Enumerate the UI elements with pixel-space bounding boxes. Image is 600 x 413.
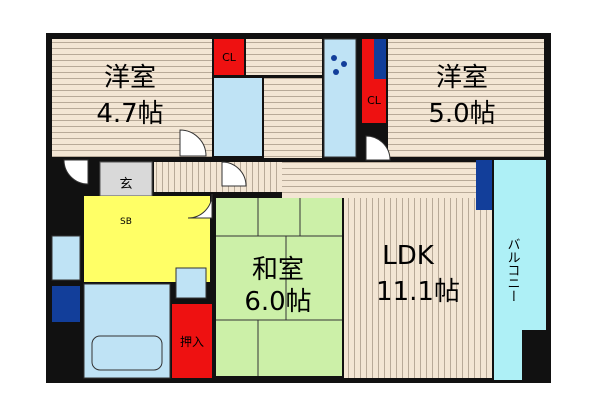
outer-block (522, 330, 546, 380)
vanity (51, 235, 81, 281)
japanese-room-name: 和室 (252, 255, 304, 285)
tatami-lines (216, 198, 342, 376)
western-room-right-size: 5.0帖 (428, 99, 495, 129)
washing-machine (175, 267, 207, 299)
balcony-label: バルコニー (505, 238, 521, 303)
entrance (99, 161, 153, 197)
ldk-floor (344, 198, 492, 378)
closet-right-label: CL (367, 94, 382, 107)
bathtub (91, 335, 163, 371)
toilet-room (214, 78, 262, 156)
japanese-room (216, 198, 342, 376)
closet-left (214, 39, 244, 75)
stove-burners (331, 55, 347, 75)
kitchen-counter (323, 38, 357, 158)
door-swings (63, 129, 391, 219)
closet-left-label: CL (222, 51, 237, 64)
western-room-right-name: 洋室 (436, 63, 488, 93)
entrance-label: 玄 (119, 177, 132, 192)
western-room-right-floor (388, 39, 544, 157)
ldk-floor-top (344, 162, 476, 198)
hallway-floor (154, 162, 282, 192)
shoe-box-label: SB (120, 217, 132, 227)
oshiire (172, 304, 212, 378)
ldk-size: 11.1帖 (376, 277, 460, 307)
ldk-name: LDK (382, 241, 435, 271)
oshiire-label: 押入 (180, 335, 204, 349)
balcony-navy (476, 160, 492, 210)
western-room-left-name: 洋室 (104, 63, 156, 93)
hall-top-floor (246, 39, 322, 75)
western-room-left-size: 4.7帖 (96, 99, 163, 129)
hall-mid-floor (264, 78, 322, 158)
washroom-navy (52, 286, 80, 322)
closet-right-navy (374, 39, 386, 79)
japanese-room-size: 6.0帖 (244, 287, 311, 317)
